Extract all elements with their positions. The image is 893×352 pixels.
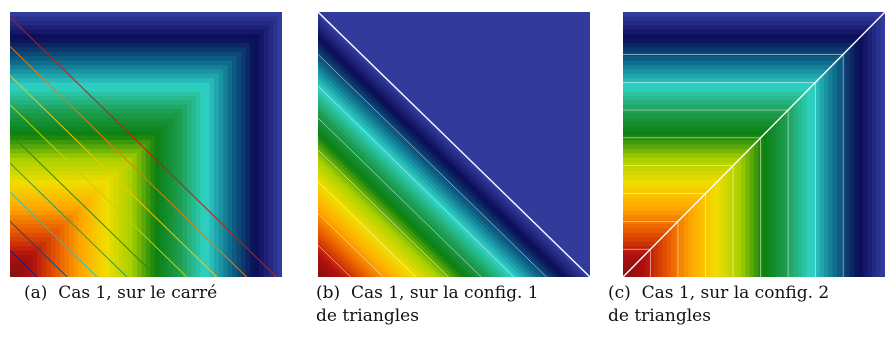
band-58 [318,268,328,277]
caption-a-text: Cas 1, sur le carré [58,283,218,303]
caption-a-label: (a) [24,283,48,303]
mesh-diagonal-4 [10,133,158,277]
caption-c-label: (c) [608,283,631,303]
caption-b-line-2: de triangles [316,306,419,326]
mesh-diagonal-0 [10,250,38,277]
caption-a-line-1: (a) Cas 1, sur le carré [24,282,217,305]
caption-c-text-1: Cas 1, sur la config. 2 [641,283,830,303]
caption-c-line-1: (c) Cas 1, sur la config. 2 [608,282,829,305]
caption-c-line-2: de triangles [608,306,711,326]
plot-square [10,12,282,277]
caption-a: (a) Cas 1, sur le carré [24,282,217,305]
caption-b: (b) Cas 1, sur la config. 1 de triangles [316,282,539,328]
mesh-diagonal-2 [10,191,98,277]
caption-c: (c) Cas 1, sur la config. 2 de triangles [608,282,829,328]
mesh-diagonal-1 [10,220,68,277]
mesh-diagonal-8 [10,16,277,277]
contour-3 [318,149,449,277]
contour-5 [318,86,515,277]
mesh-diagonal [318,12,590,277]
band-58 [10,268,20,277]
contour-1 [318,213,384,277]
contour-6 [318,54,547,277]
caption-b-text-1: Cas 1, sur la config. 1 [350,283,539,303]
caption-b-line-1: (b) Cas 1, sur la config. 1 [316,282,539,305]
mesh-diagonal-5 [10,104,188,277]
plot-config2 [623,12,885,277]
plot-config1 [318,12,590,277]
contour-4 [318,117,482,277]
caption-b-label: (b) [316,283,341,303]
mesh-diagonal-7 [10,46,247,277]
contour-0 [318,245,351,277]
mesh-diagonal-6 [10,75,218,277]
mesh-diagonal-3 [10,162,128,277]
contour-2 [318,181,417,277]
mesh-antidiagonal [623,12,885,277]
band-59 [10,272,15,277]
